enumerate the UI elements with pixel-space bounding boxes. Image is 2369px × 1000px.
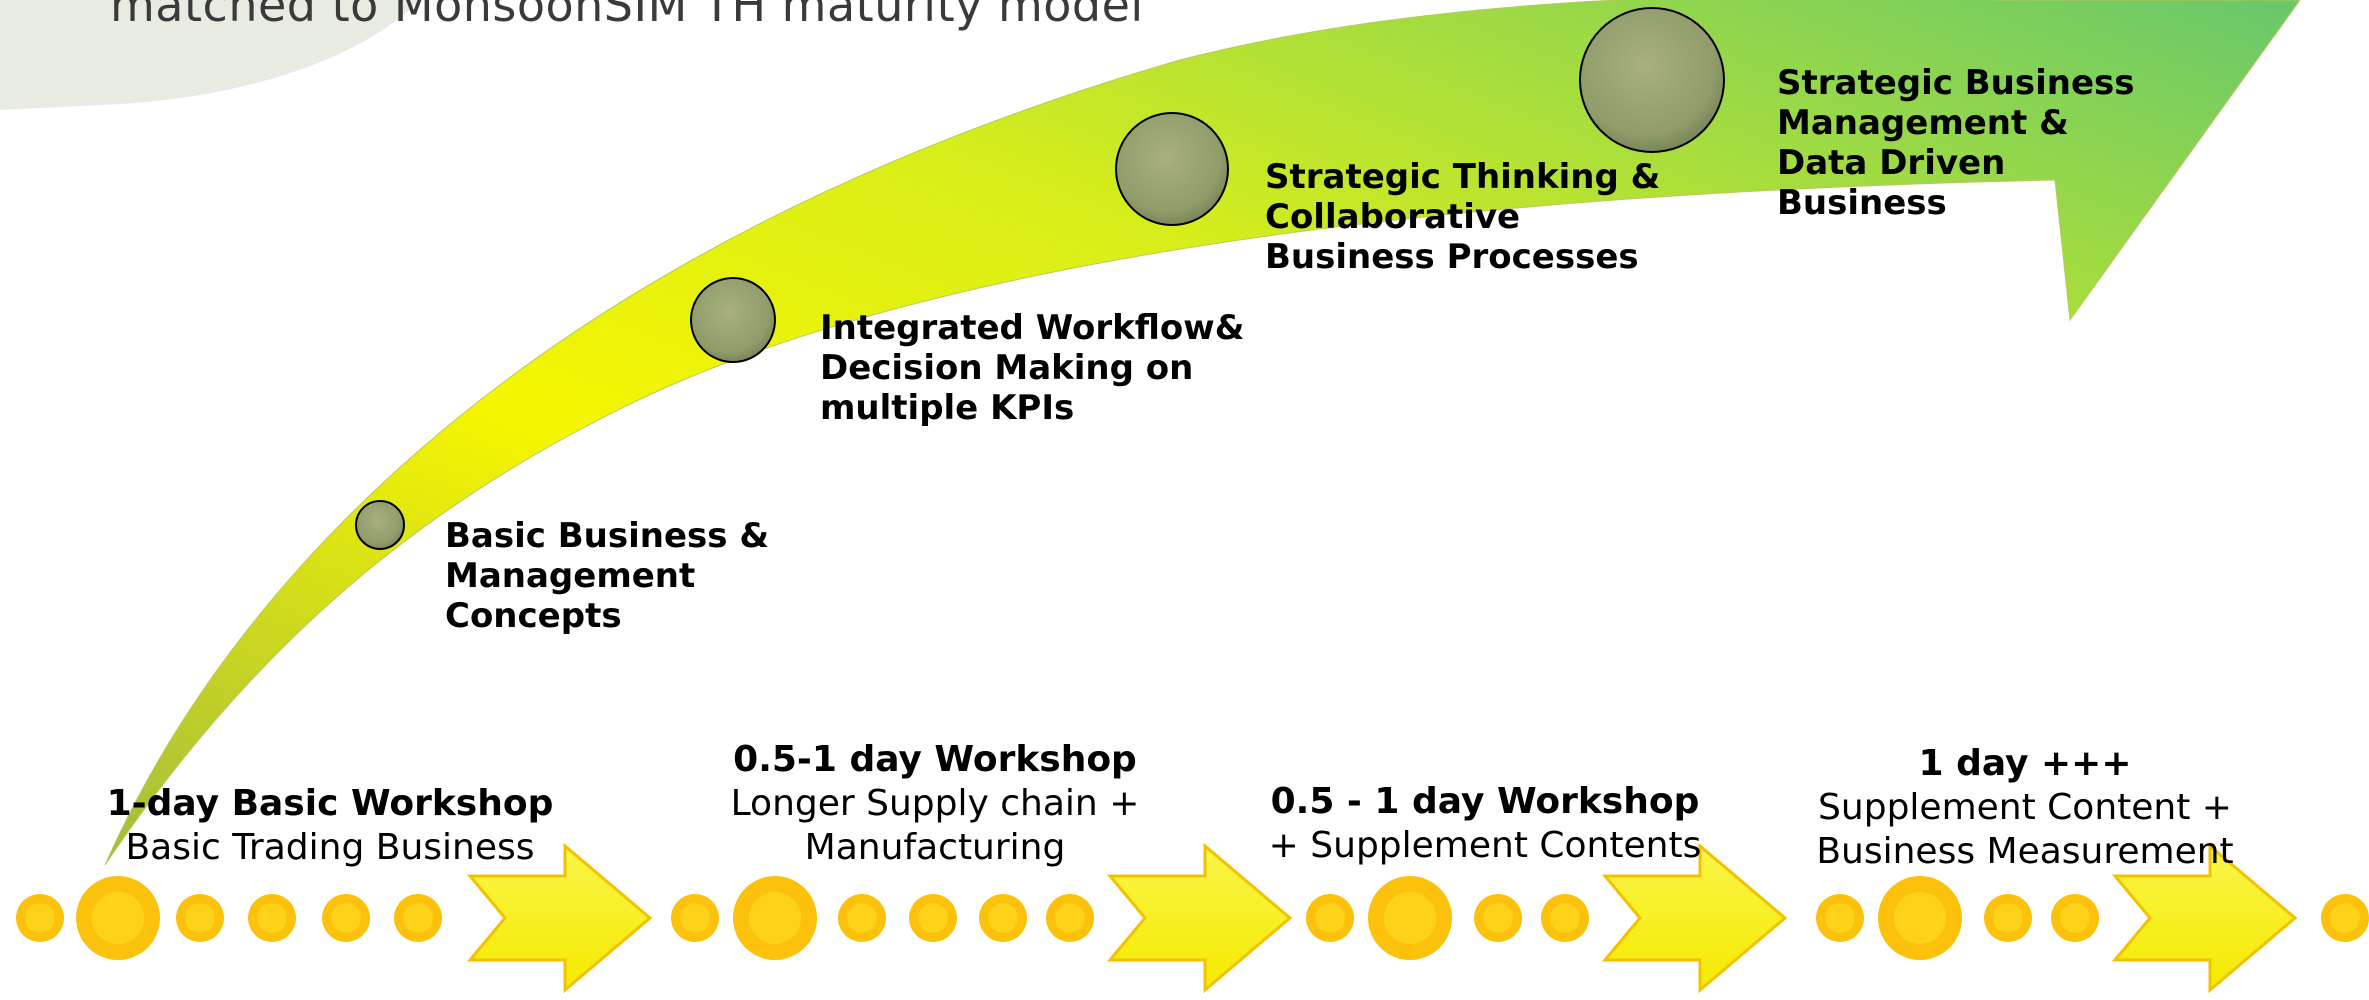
timeline-dot-2-3-core [847, 903, 877, 933]
stage-2-label: Integrated Workflow& Decision Making on … [820, 308, 1244, 428]
workshop-3: 0.5 - 1 day Workshop + Supplement Conten… [1250, 780, 1720, 868]
timeline-dot-3-3-core [1483, 903, 1513, 933]
stage-3-bubble [1115, 112, 1229, 226]
stage-3-line-2: Collaborative [1265, 197, 1521, 237]
stage-1-label: Basic Business & Management Concepts [445, 516, 769, 636]
stage-4-line-2: Management & [1777, 103, 2069, 143]
chevron-arrow-4 [2111, 842, 2298, 994]
stage-2-bubble [690, 277, 776, 363]
chevron-arrow-3 [1601, 842, 1788, 994]
timeline-dot-4-3-core [1993, 903, 2023, 933]
timeline-dot-4-2-core [1893, 891, 1947, 945]
timeline-dot-3-1-core [1315, 903, 1345, 933]
stage-3-line-1: Strategic Thinking & [1265, 157, 1661, 197]
workshop-2-line-1: Longer Supply chain + [730, 783, 1140, 824]
timeline-dot-end-core [2330, 903, 2360, 933]
header-subtitle: matched to MonsoonSIM TH maturity model [110, 0, 1144, 32]
stage-1-line-1: Basic Business & [445, 516, 769, 556]
stage-3-label: Strategic Thinking & Collaborative Busin… [1265, 157, 1660, 277]
workshop-2: 0.5-1 day Workshop Longer Supply chain +… [700, 738, 1170, 870]
stage-4-line-4: Business [1777, 183, 1947, 223]
timeline-dot-2-1-core [680, 903, 710, 933]
timeline-dot-2-4-core [918, 903, 948, 933]
stage-1-line-3: Concepts [445, 596, 622, 636]
timeline-dot-3-4-core [1550, 903, 1580, 933]
chevron-arrow-2 [1106, 842, 1293, 994]
stage-2-line-3: multiple KPIs [820, 388, 1075, 428]
stage-4-line-1: Strategic Business [1777, 63, 2135, 103]
stage-4-line-3: Data Driven [1777, 143, 2006, 183]
workshop-2-title: 0.5-1 day Workshop [733, 739, 1137, 780]
timeline-dot-1-6-core [403, 903, 433, 933]
timeline-dot-1-4-core [257, 903, 287, 933]
header-background-shape [0, 0, 420, 110]
workshop-1: 1-day Basic Workshop Basic Trading Busin… [100, 782, 560, 870]
workshop-timeline [16, 842, 2369, 994]
stage-3-line-3: Business Processes [1265, 237, 1639, 277]
workshop-3-line-1: + Supplement Contents [1268, 825, 1702, 866]
timeline-dot-1-5-core [331, 903, 361, 933]
workshop-2-line-2: Manufacturing [804, 827, 1066, 868]
stage-1-bubble [355, 500, 405, 550]
workshop-1-title: 1-day Basic Workshop [106, 783, 554, 824]
workshop-4-line-2: Business Measurement [1816, 831, 2234, 872]
timeline-dot-1-1-core [25, 903, 55, 933]
chevron-arrow-1 [466, 842, 653, 994]
timeline-dot-3-2-core [1383, 891, 1437, 945]
workshop-4: 1 day +++ Supplement Content + Business … [1790, 742, 2260, 874]
timeline-dot-2-5-core [988, 903, 1018, 933]
workshop-4-line-1: Supplement Content + [1818, 787, 2232, 828]
stage-4-label: Strategic Business Management & Data Dri… [1777, 63, 2135, 223]
stage-bubbles [355, 7, 1725, 550]
timeline-dot-4-1-core [1825, 903, 1855, 933]
workshop-3-title: 0.5 - 1 day Workshop [1270, 781, 1700, 822]
timeline-dot-1-2-core [91, 891, 145, 945]
stage-4-bubble [1579, 7, 1725, 153]
workshop-4-title: 1 day +++ [1918, 743, 2132, 784]
timeline-dot-1-3-core [185, 903, 215, 933]
workshop-1-line-1: Basic Trading Business [125, 827, 535, 868]
timeline-dot-2-2-core [748, 891, 802, 945]
stage-2-line-1: Integrated Workflow& [820, 308, 1245, 348]
stage-2-line-2: Decision Making on [820, 348, 1194, 388]
stage-1-line-2: Management [445, 556, 696, 596]
timeline-dot-2-6-core [1055, 903, 1085, 933]
timeline-dot-4-4-core [2060, 903, 2090, 933]
